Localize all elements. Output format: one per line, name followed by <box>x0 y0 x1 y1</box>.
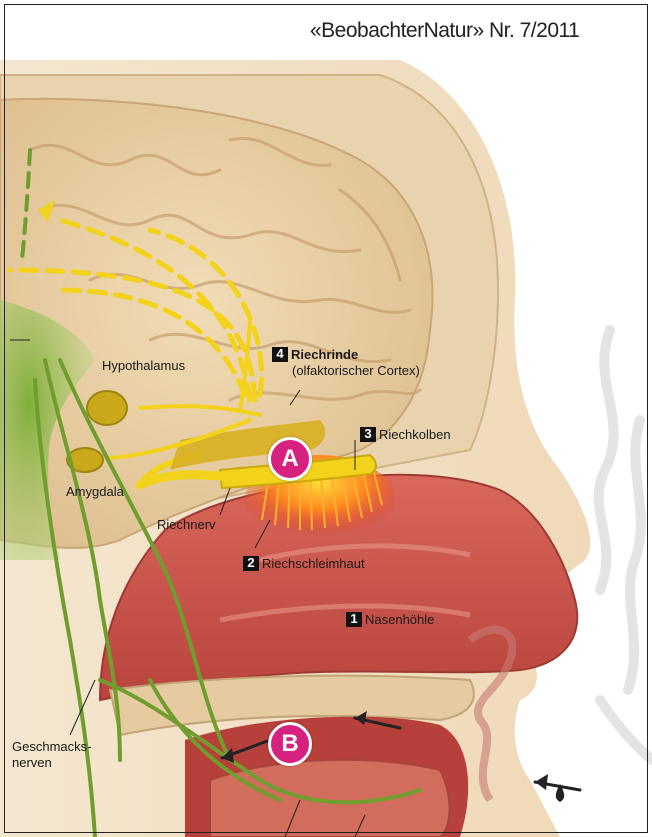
number-badge: 1 <box>346 612 362 627</box>
hypothalamus-body <box>87 391 127 425</box>
label-geschmacksnerven-2: nerven <box>12 755 52 770</box>
number-badge: 3 <box>360 427 376 442</box>
label-riechrinde-sub: (olfaktorischer Cortex) <box>292 363 420 378</box>
riechschleimhaut-text: Riechschleimhaut <box>262 556 365 571</box>
riechkolben-text: Riechkolben <box>379 427 451 442</box>
label-geschmacksnerven-1: Geschmacks- <box>12 739 91 754</box>
marker-a: A <box>268 437 312 481</box>
label-amygdala: Amygdala <box>66 484 124 499</box>
arrow-left-icon-3 <box>535 774 548 790</box>
riechrinde-title: Riechrinde <box>291 347 358 362</box>
odor-wisps <box>599 330 652 760</box>
label-hypothalamus: Hypothalamus <box>102 358 185 373</box>
number-badge: 2 <box>243 556 259 571</box>
marker-b: B <box>268 722 312 766</box>
nasenhoehle-text: Nasenhöhle <box>365 612 434 627</box>
label-riechnerv: Riechnerv <box>157 517 216 532</box>
publication-header: «BeobachterNatur» Nr. 7/2011 <box>310 19 579 43</box>
number-badge: 4 <box>272 347 288 362</box>
